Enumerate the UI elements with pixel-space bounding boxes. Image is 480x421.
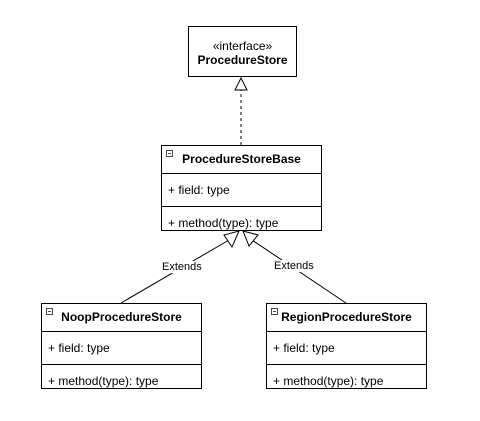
class-noop-procedure-store[interactable]: NoopProcedureStore + field: type + metho… (41, 303, 202, 389)
extends-arrowhead-region (242, 230, 259, 247)
extends-arrowhead-noop (223, 230, 240, 249)
class-header: NoopProcedureStore (42, 304, 201, 332)
class-header: RegionProcedureStore (267, 304, 426, 332)
class-name: RegionProcedureStore (281, 310, 412, 324)
extends-label-region: Extends (273, 260, 315, 272)
interface-stereotype: «interface» (212, 39, 273, 53)
collapse-icon[interactable] (166, 150, 173, 157)
class-name: NoopProcedureStore (61, 310, 182, 324)
class-method: + method(type): type (168, 216, 279, 230)
class-method: + method(type): type (273, 374, 384, 388)
collapse-icon[interactable] (271, 308, 278, 315)
class-procedure-store-base[interactable]: ProcedureStoreBase + field: type + metho… (161, 145, 322, 231)
class-field: + field: type (42, 332, 201, 365)
realization-arrowhead (234, 76, 248, 91)
collapse-icon[interactable] (46, 308, 53, 315)
interface-procedure-store[interactable]: «interface» ProcedureStore (188, 26, 297, 77)
class-region-procedure-store[interactable]: RegionProcedureStore + field: type + met… (266, 303, 427, 389)
class-field: + field: type (162, 174, 321, 207)
class-header: ProcedureStoreBase (162, 146, 321, 174)
class-field: + field: type (267, 332, 426, 365)
interface-name: ProcedureStore (197, 53, 288, 67)
class-name: ProcedureStoreBase (182, 152, 301, 166)
extends-label-noop: Extends (161, 261, 203, 273)
class-method: + method(type): type (48, 374, 159, 388)
